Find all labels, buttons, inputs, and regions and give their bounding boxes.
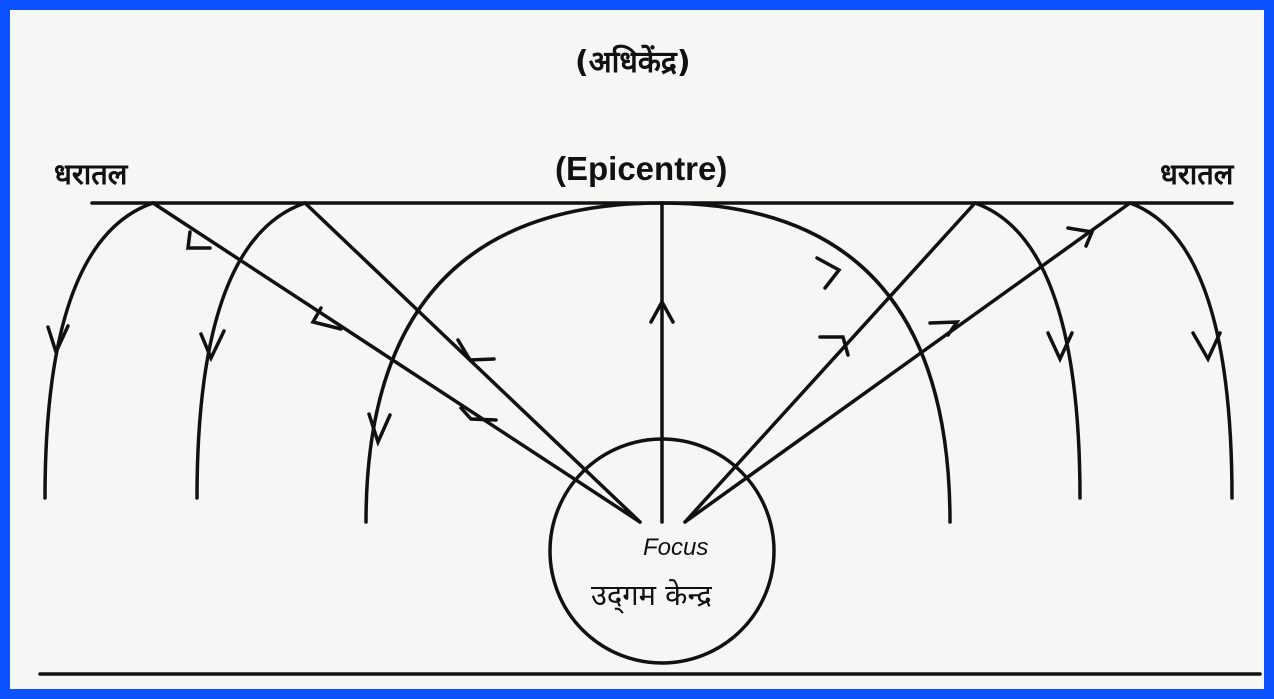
focus-hindi-label: उद्‌गम केन्द्र — [591, 578, 712, 612]
arrow-left-inner — [199, 329, 226, 363]
ray-right-shallow — [683, 201, 1132, 524]
ray-left-shallow — [151, 201, 642, 524]
focus-english-label: Focus — [643, 534, 709, 561]
wavefront-left-outer — [43, 201, 155, 500]
wavefront-right-inner — [973, 201, 1082, 500]
seismic-wave-diagram — [38, 201, 1262, 676]
arrow-left-outer — [46, 324, 70, 357]
arrow-left-shallow-top — [186, 230, 212, 250]
arrow-left-steep-2 — [459, 406, 498, 422]
arrow-central-left — [367, 412, 392, 447]
ray-right-steep — [683, 201, 977, 524]
arrow-right-outer — [1191, 331, 1222, 363]
arrow-right-shallow — [928, 320, 961, 337]
arrow-right-steep — [818, 335, 850, 357]
surface-label-left: धरातल — [54, 157, 128, 191]
arrow-vertical — [649, 298, 675, 324]
ray-left-steep — [303, 201, 642, 524]
central-wavefront — [364, 201, 952, 524]
arrow-right-shallow-top — [1066, 226, 1095, 248]
surface-label-right: धरातल — [1160, 157, 1234, 191]
wavefront-right-outer — [1128, 201, 1234, 500]
arrow-left-steep — [456, 338, 496, 362]
epicentre-hindi-label: (अधिकेंद्र) — [575, 45, 691, 80]
arrow-central-right — [815, 256, 842, 290]
arrow-left-shallow — [310, 306, 343, 331]
arrow-right-inner — [1046, 331, 1074, 364]
wavefront-left-inner — [195, 201, 307, 500]
epicentre-english-label: (Epicentre) — [555, 150, 728, 187]
